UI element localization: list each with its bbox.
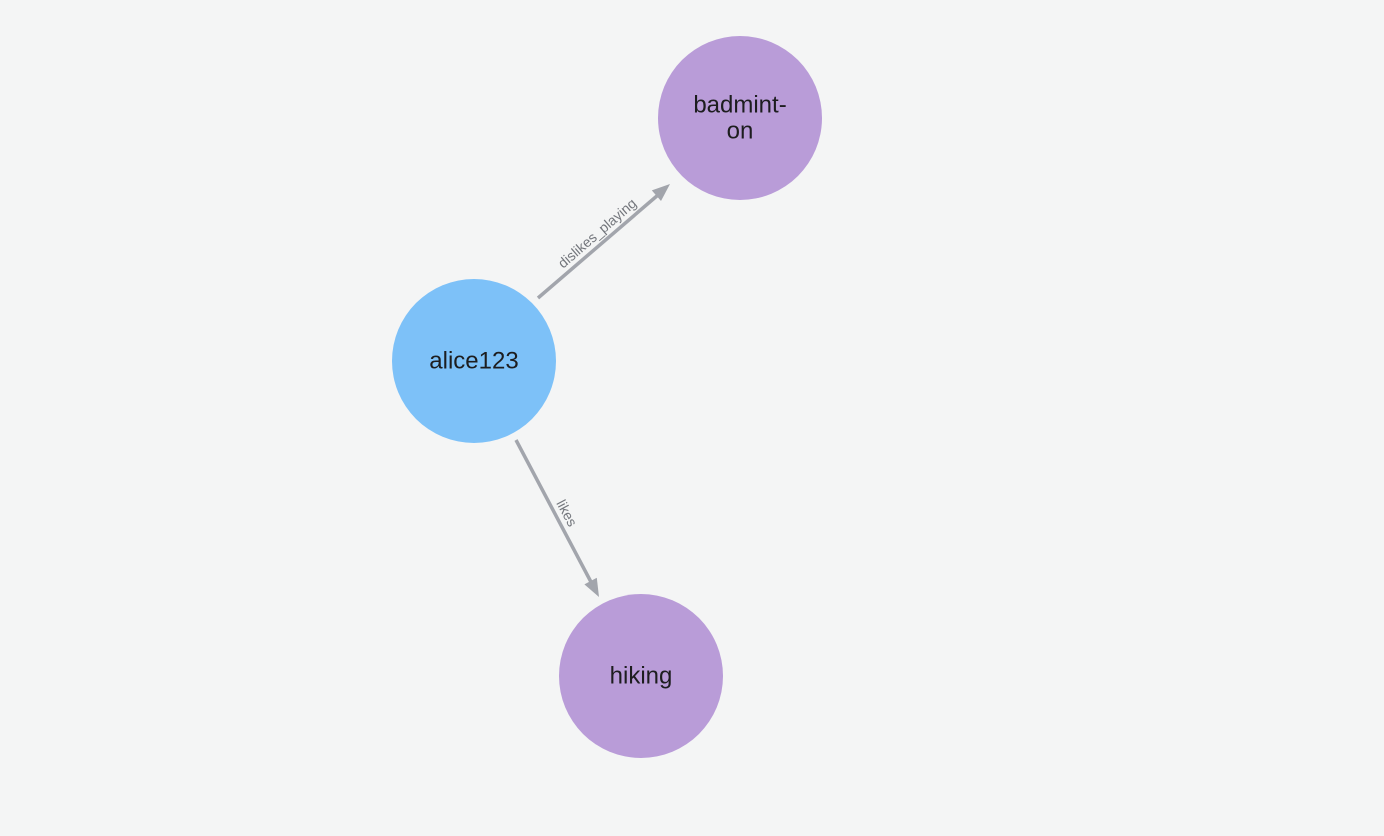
- node-circle[interactable]: [658, 36, 822, 200]
- edge-line[interactable]: [536, 193, 660, 300]
- arrowhead-icon: [651, 184, 670, 201]
- edge-line[interactable]: [514, 439, 593, 583]
- arrowhead-icon: [584, 577, 599, 597]
- node-alice123[interactable]: alice123: [392, 279, 556, 443]
- node-circle[interactable]: [559, 594, 723, 758]
- node-circle[interactable]: [392, 279, 556, 443]
- node-badminton[interactable]: badmint- on: [658, 36, 822, 200]
- node-hiking[interactable]: hiking: [559, 594, 723, 758]
